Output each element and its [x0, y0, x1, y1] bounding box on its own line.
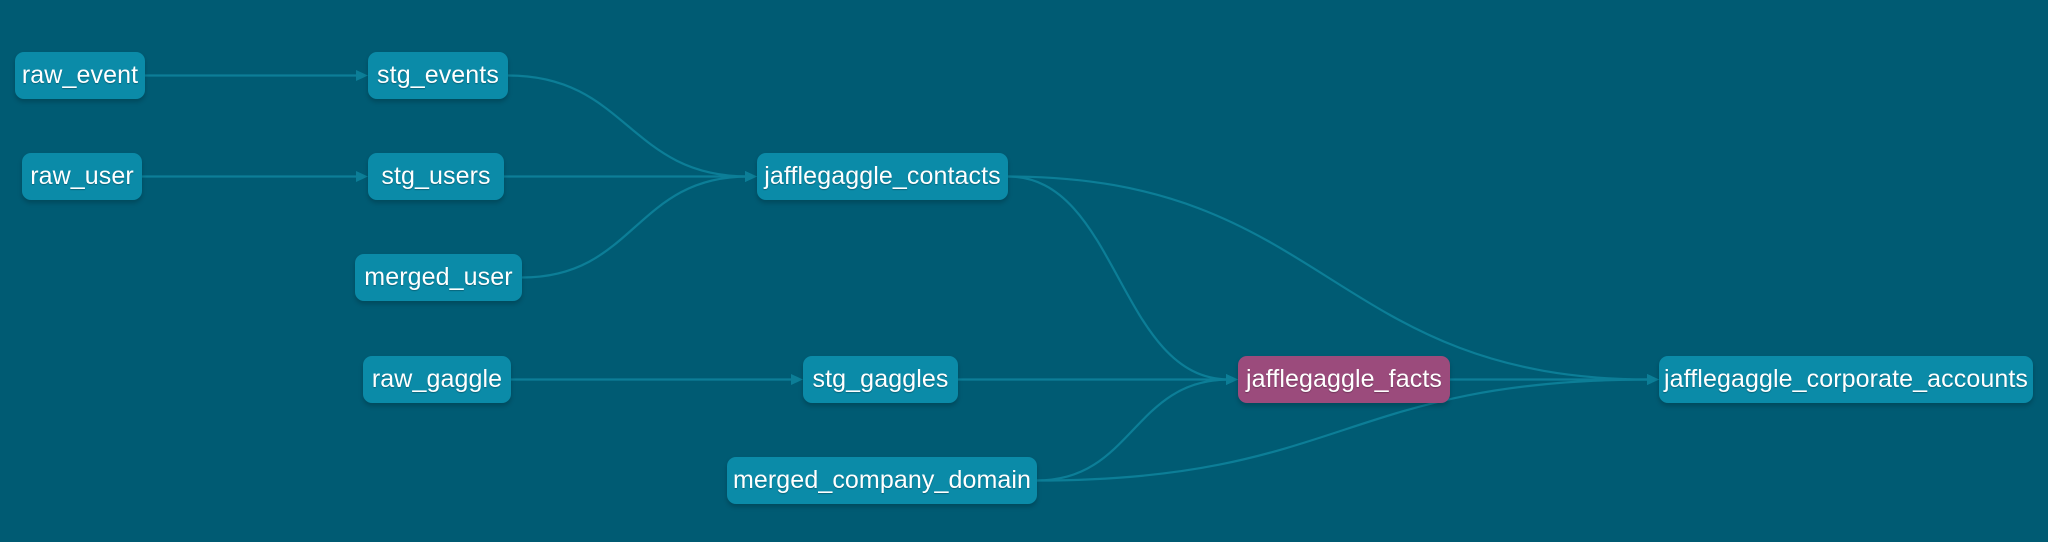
graph-edge-arrowhead — [1647, 374, 1659, 385]
graph-edge-arrowhead — [1226, 374, 1238, 385]
graph-node-label: raw_event — [21, 61, 139, 89]
graph-node-raw_event[interactable]: raw_event — [15, 52, 145, 99]
graph-node-stg_events[interactable]: stg_events — [368, 52, 508, 99]
graph-edge-jafflegaggle_contacts-to-jafflegaggle_facts — [1007, 175, 1230, 381]
graph-node-merged_company_domain[interactable]: merged_company_domain — [727, 457, 1037, 504]
graph-node-raw_user[interactable]: raw_user — [22, 153, 142, 200]
graph-node-label: merged_user — [364, 263, 513, 291]
graph-edge-arrowhead — [356, 171, 368, 182]
graph-node-stg_users[interactable]: stg_users — [368, 153, 504, 200]
graph-node-jafflegaggle_facts[interactable]: jafflegaggle_facts — [1238, 356, 1450, 403]
graph-edge-merged_user-to-jafflegaggle_contacts — [521, 175, 749, 279]
graph-edge-arrowhead — [1226, 374, 1238, 385]
graph-node-label: jafflegaggle_facts — [1246, 365, 1442, 393]
graph-node-label: merged_company_domain — [732, 466, 1032, 494]
graph-edge-arrowhead — [791, 374, 803, 385]
graph-node-label: raw_user — [30, 162, 134, 190]
graph-edge-arrowhead — [745, 171, 757, 182]
graph-node-label: stg_users — [381, 162, 491, 190]
graph-node-label: stg_events — [377, 61, 499, 89]
graph-edge-arrowhead — [356, 70, 368, 81]
graph-edge-merged_company_domain-to-jafflegaggle_facts — [1036, 378, 1230, 482]
graph-edge-arrowhead — [1647, 374, 1659, 385]
graph-node-raw_gaggle[interactable]: raw_gaggle — [363, 356, 511, 403]
graph-edge-arrowhead — [1647, 374, 1659, 385]
graph-node-label: stg_gaggles — [812, 365, 949, 393]
graph-node-jafflegaggle_corporate_accounts[interactable]: jafflegaggle_corporate_accounts — [1659, 356, 2033, 403]
graph-node-label: jafflegaggle_contacts — [764, 162, 1001, 190]
graph-edge-arrowhead — [1226, 374, 1238, 385]
graph-edge-stg_events-to-jafflegaggle_contacts — [507, 74, 749, 178]
graph-edge-arrowhead — [745, 171, 757, 182]
graph-node-label: raw_gaggle — [371, 365, 503, 393]
graph-edge-jafflegaggle_contacts-to-jafflegaggle_corporate_accounts — [1007, 175, 1651, 381]
graph-node-stg_gaggles[interactable]: stg_gaggles — [803, 356, 958, 403]
graph-node-merged_user[interactable]: merged_user — [355, 254, 522, 301]
graph-node-jafflegaggle_contacts[interactable]: jafflegaggle_contacts — [757, 153, 1008, 200]
graph-edge-arrowhead — [745, 171, 757, 182]
graph-node-label: jafflegaggle_corporate_accounts — [1664, 365, 2029, 393]
